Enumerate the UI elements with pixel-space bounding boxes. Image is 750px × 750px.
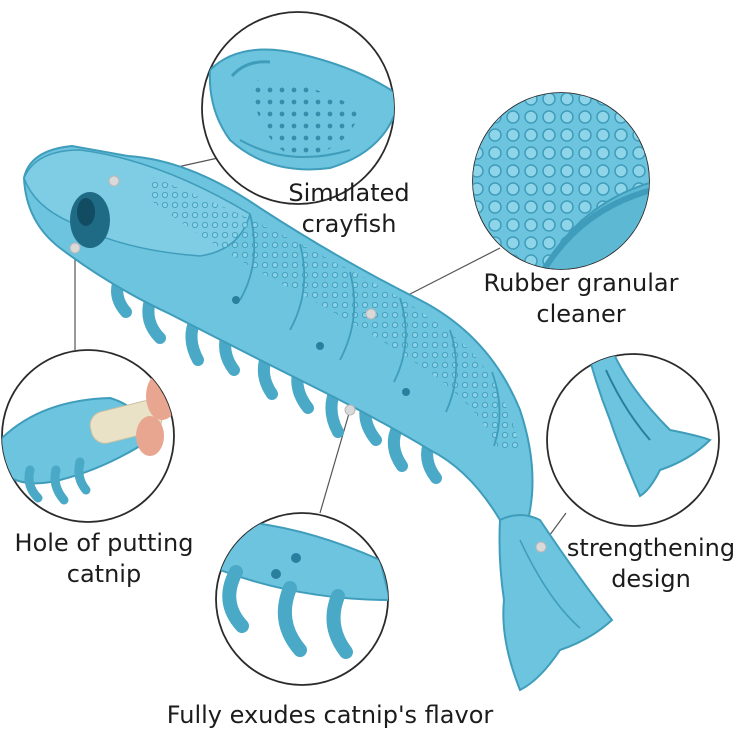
callout-circle-legs: [215, 512, 389, 686]
label-line: strengthening: [566, 534, 736, 562]
toy-body-holes: [232, 296, 410, 396]
label-line: Fully exudes catnip's flavor: [166, 701, 494, 729]
callout-circle-tail: [546, 353, 720, 527]
label-line: Rubber granular: [483, 269, 679, 297]
callout-markers: [69, 175, 547, 553]
callout-label-strength: strengthening design: [556, 533, 746, 595]
label-line: Hole of putting: [14, 529, 194, 557]
label-line: catnip: [66, 560, 142, 588]
label-line: design: [611, 565, 691, 593]
callout-label-crayfish: Simulated crayfish: [286, 178, 412, 240]
callout-label-flavor: Fully exudes catnip's flavor: [150, 700, 510, 731]
label-line: Simulated: [288, 179, 410, 207]
toy-segments: [239, 213, 501, 447]
label-line: cleaner: [536, 300, 626, 328]
callout-circle-hole: [1, 349, 175, 523]
toy-textured-back: [150, 176, 520, 452]
label-line: crayfish: [301, 210, 397, 238]
callout-circle-crayfish: [201, 11, 395, 205]
callout-circle-rubber: [472, 92, 650, 270]
crayfish-toy: [22, 144, 614, 692]
callout-label-rubber: Rubber granular cleaner: [474, 268, 688, 330]
callout-label-hole: Hole of putting catnip: [4, 528, 204, 590]
